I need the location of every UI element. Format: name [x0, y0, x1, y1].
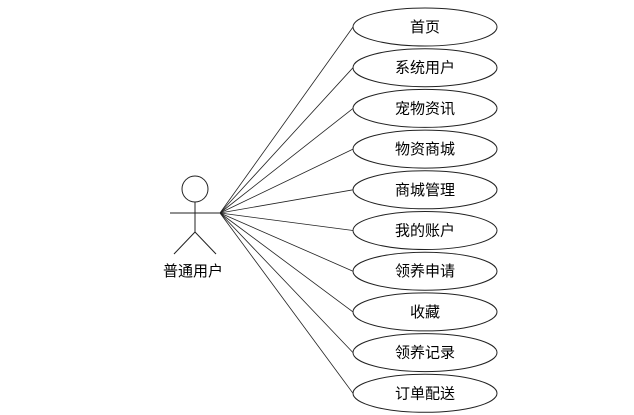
use-case-ellipse [352, 211, 498, 250]
association-line [219, 212, 354, 272]
association-line [219, 148, 354, 214]
actor-head [181, 175, 209, 203]
use-case-label: 系统用户 [395, 59, 455, 77]
use-case: 领养记录 [352, 333, 498, 373]
use-case-label: 领养申请 [395, 262, 455, 280]
use-case-label: 商城管理 [395, 181, 455, 199]
use-case-label: 首页 [410, 18, 440, 36]
use-case-label: 领养记录 [395, 344, 455, 362]
use-case-label: 收藏 [410, 303, 440, 321]
actor-label: 普通用户 [163, 262, 223, 280]
use-case: 系统用户 [352, 48, 498, 88]
association-line [219, 212, 354, 231]
actor-right-leg [194, 231, 217, 255]
actor: 普通用户 [163, 175, 223, 280]
actor-left-leg [173, 231, 196, 255]
use-case-ellipse [352, 7, 498, 47]
use-case: 商城管理 [352, 170, 498, 210]
association-line [219, 212, 354, 394]
use-case: 首页 [352, 7, 498, 47]
use-case-ellipse [352, 170, 498, 210]
use-case-label: 订单配送 [395, 384, 455, 402]
use-case: 收藏 [352, 292, 498, 332]
use-case-ellipse [352, 292, 498, 332]
use-case-label: 宠物资讯 [395, 99, 455, 117]
association-line [219, 212, 354, 353]
use-case-label: 我的账户 [395, 222, 455, 240]
use-case-ellipse [352, 48, 498, 88]
use-case: 订单配送 [352, 373, 498, 413]
association-line [219, 189, 354, 214]
use-case: 宠物资讯 [352, 88, 498, 128]
use-case-ellipse [352, 129, 498, 169]
association-line [219, 67, 354, 214]
use-case-label: 物资商城 [395, 140, 455, 158]
association-lines [219, 26, 354, 394]
use-case-ellipse [352, 251, 498, 291]
use-case-ellipse [352, 373, 498, 413]
use-case: 领养申请 [352, 251, 498, 291]
association-line [219, 108, 354, 214]
association-line [219, 26, 354, 214]
association-line [219, 212, 354, 313]
use-case-ellipse [352, 333, 498, 373]
use-case-ellipse [352, 88, 498, 128]
use-case: 我的账户 [352, 211, 498, 250]
use-case: 物资商城 [352, 129, 498, 169]
